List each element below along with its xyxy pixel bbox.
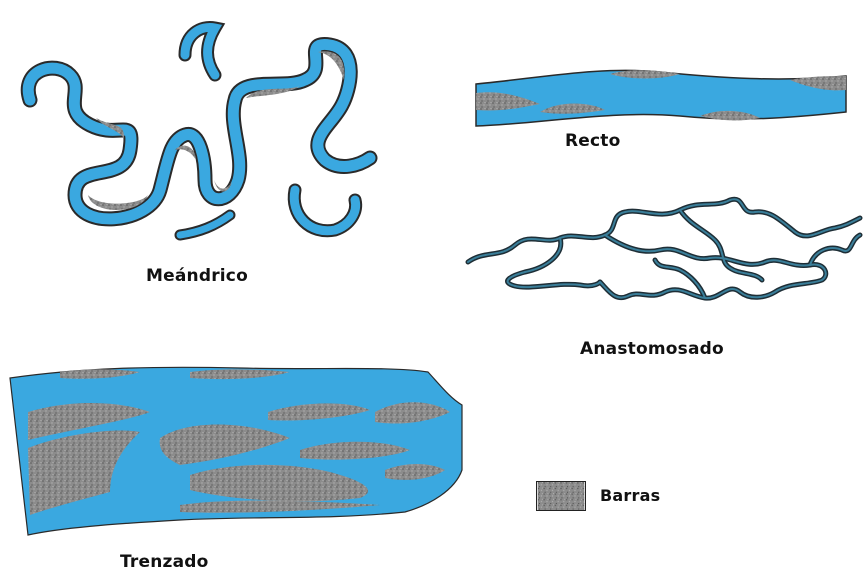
legend-bars-swatch <box>536 481 586 511</box>
straight-channel-water <box>476 70 846 126</box>
straight-label: Recto <box>565 131 621 151</box>
straight-river <box>476 70 846 126</box>
anastomosing-river <box>468 199 860 298</box>
legend-bars-label: Barras <box>600 486 660 505</box>
meandering-label: Meándrico <box>146 266 248 286</box>
braided-river <box>10 367 462 535</box>
braided-label: Trenzado <box>120 552 209 572</box>
anastomosing-label: Anastomosado <box>580 339 724 359</box>
meandering-river <box>28 27 370 235</box>
